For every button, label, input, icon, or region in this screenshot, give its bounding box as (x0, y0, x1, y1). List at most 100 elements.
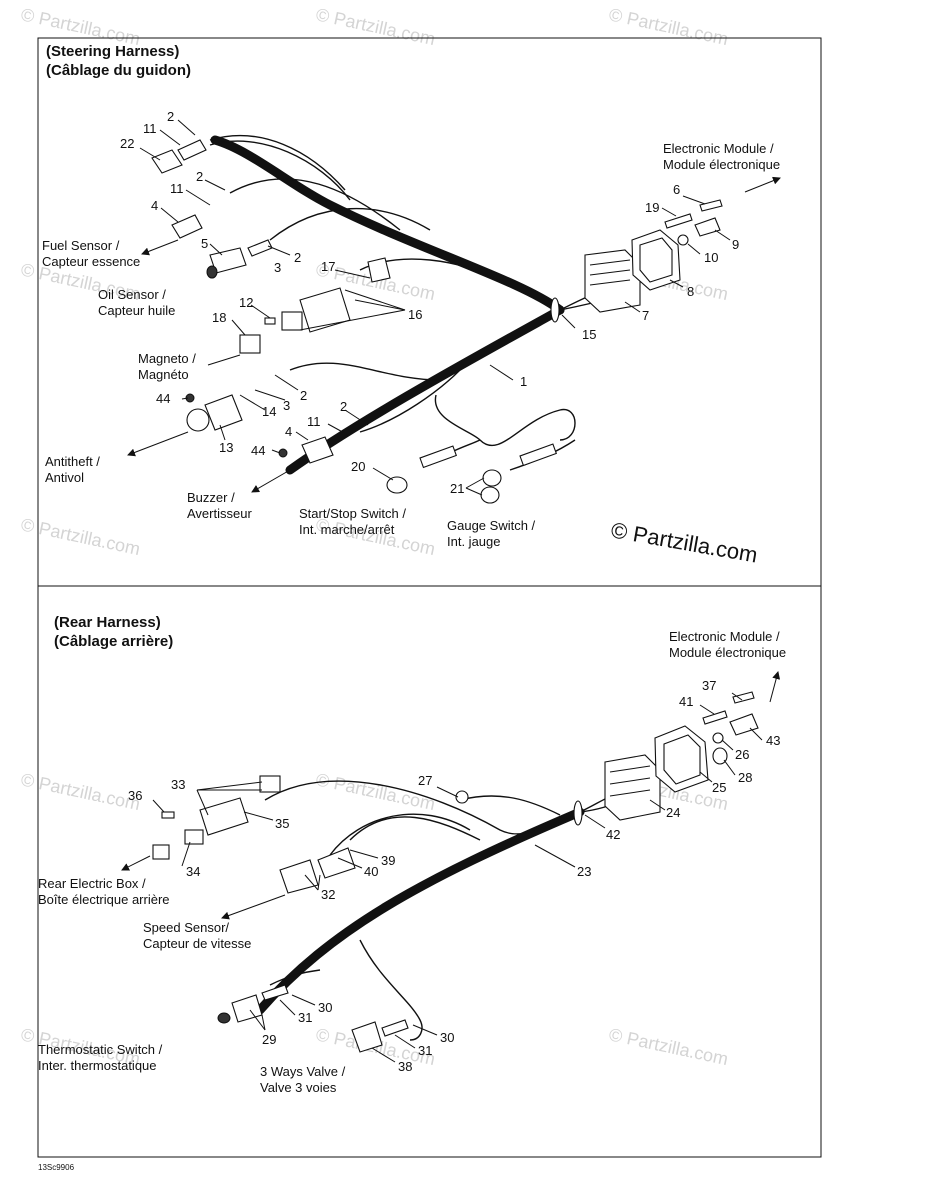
callout-25: 25 (712, 780, 726, 795)
callout-17: 17 (321, 259, 335, 274)
callout-34: 34 (186, 864, 200, 879)
buzzer-connector-4 (251, 436, 334, 493)
fuel-sensor-connector-4 (141, 214, 203, 256)
label-gauge-switch-fr: Int. jauge (447, 534, 501, 549)
rear-title: (Rear Harness) (54, 614, 161, 631)
cable-tie-42 (573, 800, 583, 826)
callout-26: 26 (735, 747, 749, 762)
rear-box-connector-33 (121, 775, 281, 871)
partzilla-watermark: © Partzilla.com (609, 517, 759, 567)
label-three-way-valve-fr: Valve 3 voies (260, 1080, 337, 1095)
callout-8: 8 (687, 284, 694, 299)
steering-title-fr: (Câblage du guidon) (46, 62, 191, 79)
cable-tie-15 (550, 297, 560, 323)
steering-main-harness (285, 305, 565, 475)
callout-36: 36 (128, 788, 142, 803)
seal-25 (654, 725, 709, 793)
callout-13: 13 (219, 440, 233, 455)
callout-18: 18 (212, 310, 226, 325)
connector-24 (604, 754, 661, 821)
callout-44: 44 (251, 443, 265, 458)
three-way-valve-38 (351, 1019, 409, 1053)
speed-sensor-connector-32 (221, 847, 356, 920)
thermostatic-switch-29 (217, 984, 289, 1024)
callout-30: 30 (440, 1030, 454, 1045)
callout-37: 37 (702, 678, 716, 693)
callout-9: 9 (732, 237, 739, 252)
callout-32: 32 (321, 887, 335, 902)
label-antitheft: Antitheft / (45, 454, 100, 469)
label-magneto-fr: Magnéto (138, 367, 189, 382)
callout-2: 2 (300, 388, 307, 403)
callout-43: 43 (766, 733, 780, 748)
label-fuel-sensor: Fuel Sensor / (42, 238, 120, 253)
seal-8 (631, 229, 681, 291)
label-thermostatic-switch: Thermostatic Switch / (38, 1042, 163, 1057)
label-speed-sensor: Speed Sensor/ (143, 920, 229, 935)
housing-16-17 (281, 257, 391, 333)
callout-35: 35 (275, 816, 289, 831)
label-electronic-module-fr: Module électronique (669, 645, 786, 660)
callout-19: 19 (645, 200, 659, 215)
callout-31: 31 (418, 1043, 432, 1058)
callout-12: 12 (239, 295, 253, 310)
watermark-text: © Partzilla.com (607, 1024, 730, 1069)
callout-14: 14 (262, 404, 276, 419)
callout-16: 16 (408, 307, 422, 322)
callout-3: 3 (274, 260, 281, 275)
antitheft-connector-13 (127, 393, 243, 457)
label-magneto: Magneto / (138, 351, 196, 366)
label-oil-sensor: Oil Sensor / (98, 287, 166, 302)
label-rear-electric-box: Rear Electric Box / (38, 876, 146, 891)
label-rear-electric-box-fr: Boîte électrique arrière (38, 892, 170, 907)
callout-2: 2 (167, 109, 174, 124)
rear-harness-section: (Rear Harness) (Câblage arrière) (38, 614, 786, 1095)
callout-29: 29 (262, 1032, 276, 1047)
rear-main-harness (255, 807, 585, 1015)
callout-30: 30 (318, 1000, 332, 1015)
steering-upper-harness (210, 135, 565, 315)
callout-3: 3 (283, 398, 290, 413)
startstop-switch-20 (386, 445, 458, 494)
callout-6: 6 (673, 182, 680, 197)
callout-41: 41 (679, 694, 693, 709)
terminal-19-9-6-10 (664, 199, 723, 246)
label-three-way-valve: 3 Ways Valve / (260, 1064, 346, 1079)
callout-4: 4 (285, 424, 292, 439)
label-fuel-sensor-fr: Capteur essence (42, 254, 140, 269)
callout-44: 44 (156, 391, 170, 406)
watermark-text: © Partzilla.com (314, 4, 437, 49)
callout-21: 21 (450, 481, 464, 496)
oil-sensor-connector-5 (206, 239, 273, 279)
diagram-border (37, 37, 822, 1158)
callout-23: 23 (577, 864, 591, 879)
label-electronic-module: Electronic Module / (669, 629, 780, 644)
connector-7 (584, 249, 641, 313)
callout-5: 5 (201, 236, 208, 251)
magneto-connector-18 (239, 317, 276, 354)
callout-38: 38 (398, 1059, 412, 1074)
diagram-code: 13Sc9906 (38, 1163, 75, 1172)
callout-39: 39 (381, 853, 395, 868)
callout-11: 11 (307, 414, 321, 429)
callout-20: 20 (351, 459, 365, 474)
label-electronic-module: Electronic Module / (663, 141, 774, 156)
callout-28: 28 (738, 770, 752, 785)
ring-terminal-27 (455, 790, 469, 804)
callout-31: 31 (298, 1010, 312, 1025)
label-buzzer-fr: Avertisseur (187, 506, 252, 521)
callout-15: 15 (582, 327, 596, 342)
label-antitheft-fr: Antivol (45, 470, 84, 485)
gauge-switch-21 (480, 443, 558, 504)
label-oil-sensor-fr: Capteur huile (98, 303, 175, 318)
watermark-text: © Partzilla.com (607, 4, 730, 49)
callout-2: 2 (196, 169, 203, 184)
callout-2: 2 (340, 399, 347, 414)
callout-11: 11 (170, 181, 184, 196)
label-startstop-fr: Int. marche/arrêt (299, 522, 395, 537)
steering-title: (Steering Harness) (46, 43, 179, 60)
callout-42: 42 (606, 827, 620, 842)
label-electronic-module-fr: Module électronique (663, 157, 780, 172)
callout-27: 27 (418, 773, 432, 788)
